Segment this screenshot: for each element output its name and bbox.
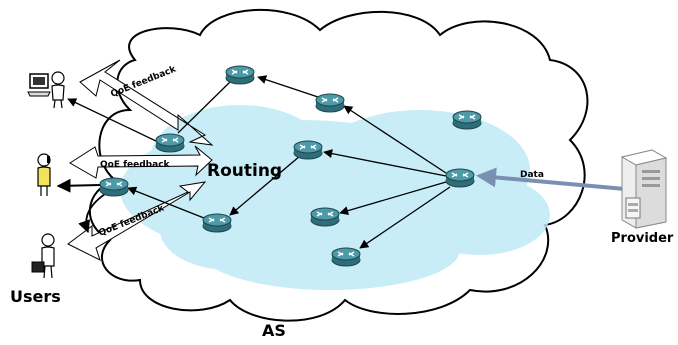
as-label: AS [262, 321, 286, 340]
server-icon [620, 149, 668, 229]
data-arrow [476, 167, 626, 191]
briefcase-user-icon [31, 233, 55, 279]
router-r9 [452, 110, 482, 130]
edge-r1-to-r2 [177, 81, 231, 134]
provider-label: Provider [611, 231, 674, 246]
router-r7 [310, 207, 340, 227]
edge-hub-to-r4 [323, 149, 447, 177]
computer-user-icon [27, 71, 65, 109]
edge-hub-to-r8 [359, 186, 451, 249]
edge-r5-to-phone-user [56, 178, 101, 193]
edge-r5-to-briefcase-user [78, 191, 109, 234]
router-r1 [225, 65, 255, 85]
edge-r2-to-computer-user [67, 98, 159, 143]
edge-r6-to-r5 [127, 186, 205, 219]
qoe-feedback-label-2: QoE feedback [100, 160, 171, 170]
phone-user-icon [37, 153, 51, 196]
router-r2 [155, 133, 185, 153]
router-r3 [315, 93, 345, 113]
router-r5 [99, 177, 129, 197]
qoe-feedback-arrow-2 [69, 145, 213, 179]
edge-r4-to-r6 [229, 155, 301, 216]
routing-label: Routing [207, 161, 282, 181]
qoe-feedback-arrow-1 [79, 59, 214, 146]
qoe-feedback-arrow-3 [67, 181, 207, 261]
edge-hub-to-r3 [343, 105, 447, 174]
router-r8 [331, 247, 361, 267]
data-label: Data [520, 170, 544, 180]
network-edges [56, 75, 451, 249]
router-r4 [293, 140, 323, 160]
router-hub [445, 168, 475, 188]
edge-r3-to-r1 [257, 75, 319, 98]
users-label: Users [10, 287, 61, 306]
edge-hub-to-r7 [339, 181, 447, 216]
router-r6 [202, 213, 232, 233]
